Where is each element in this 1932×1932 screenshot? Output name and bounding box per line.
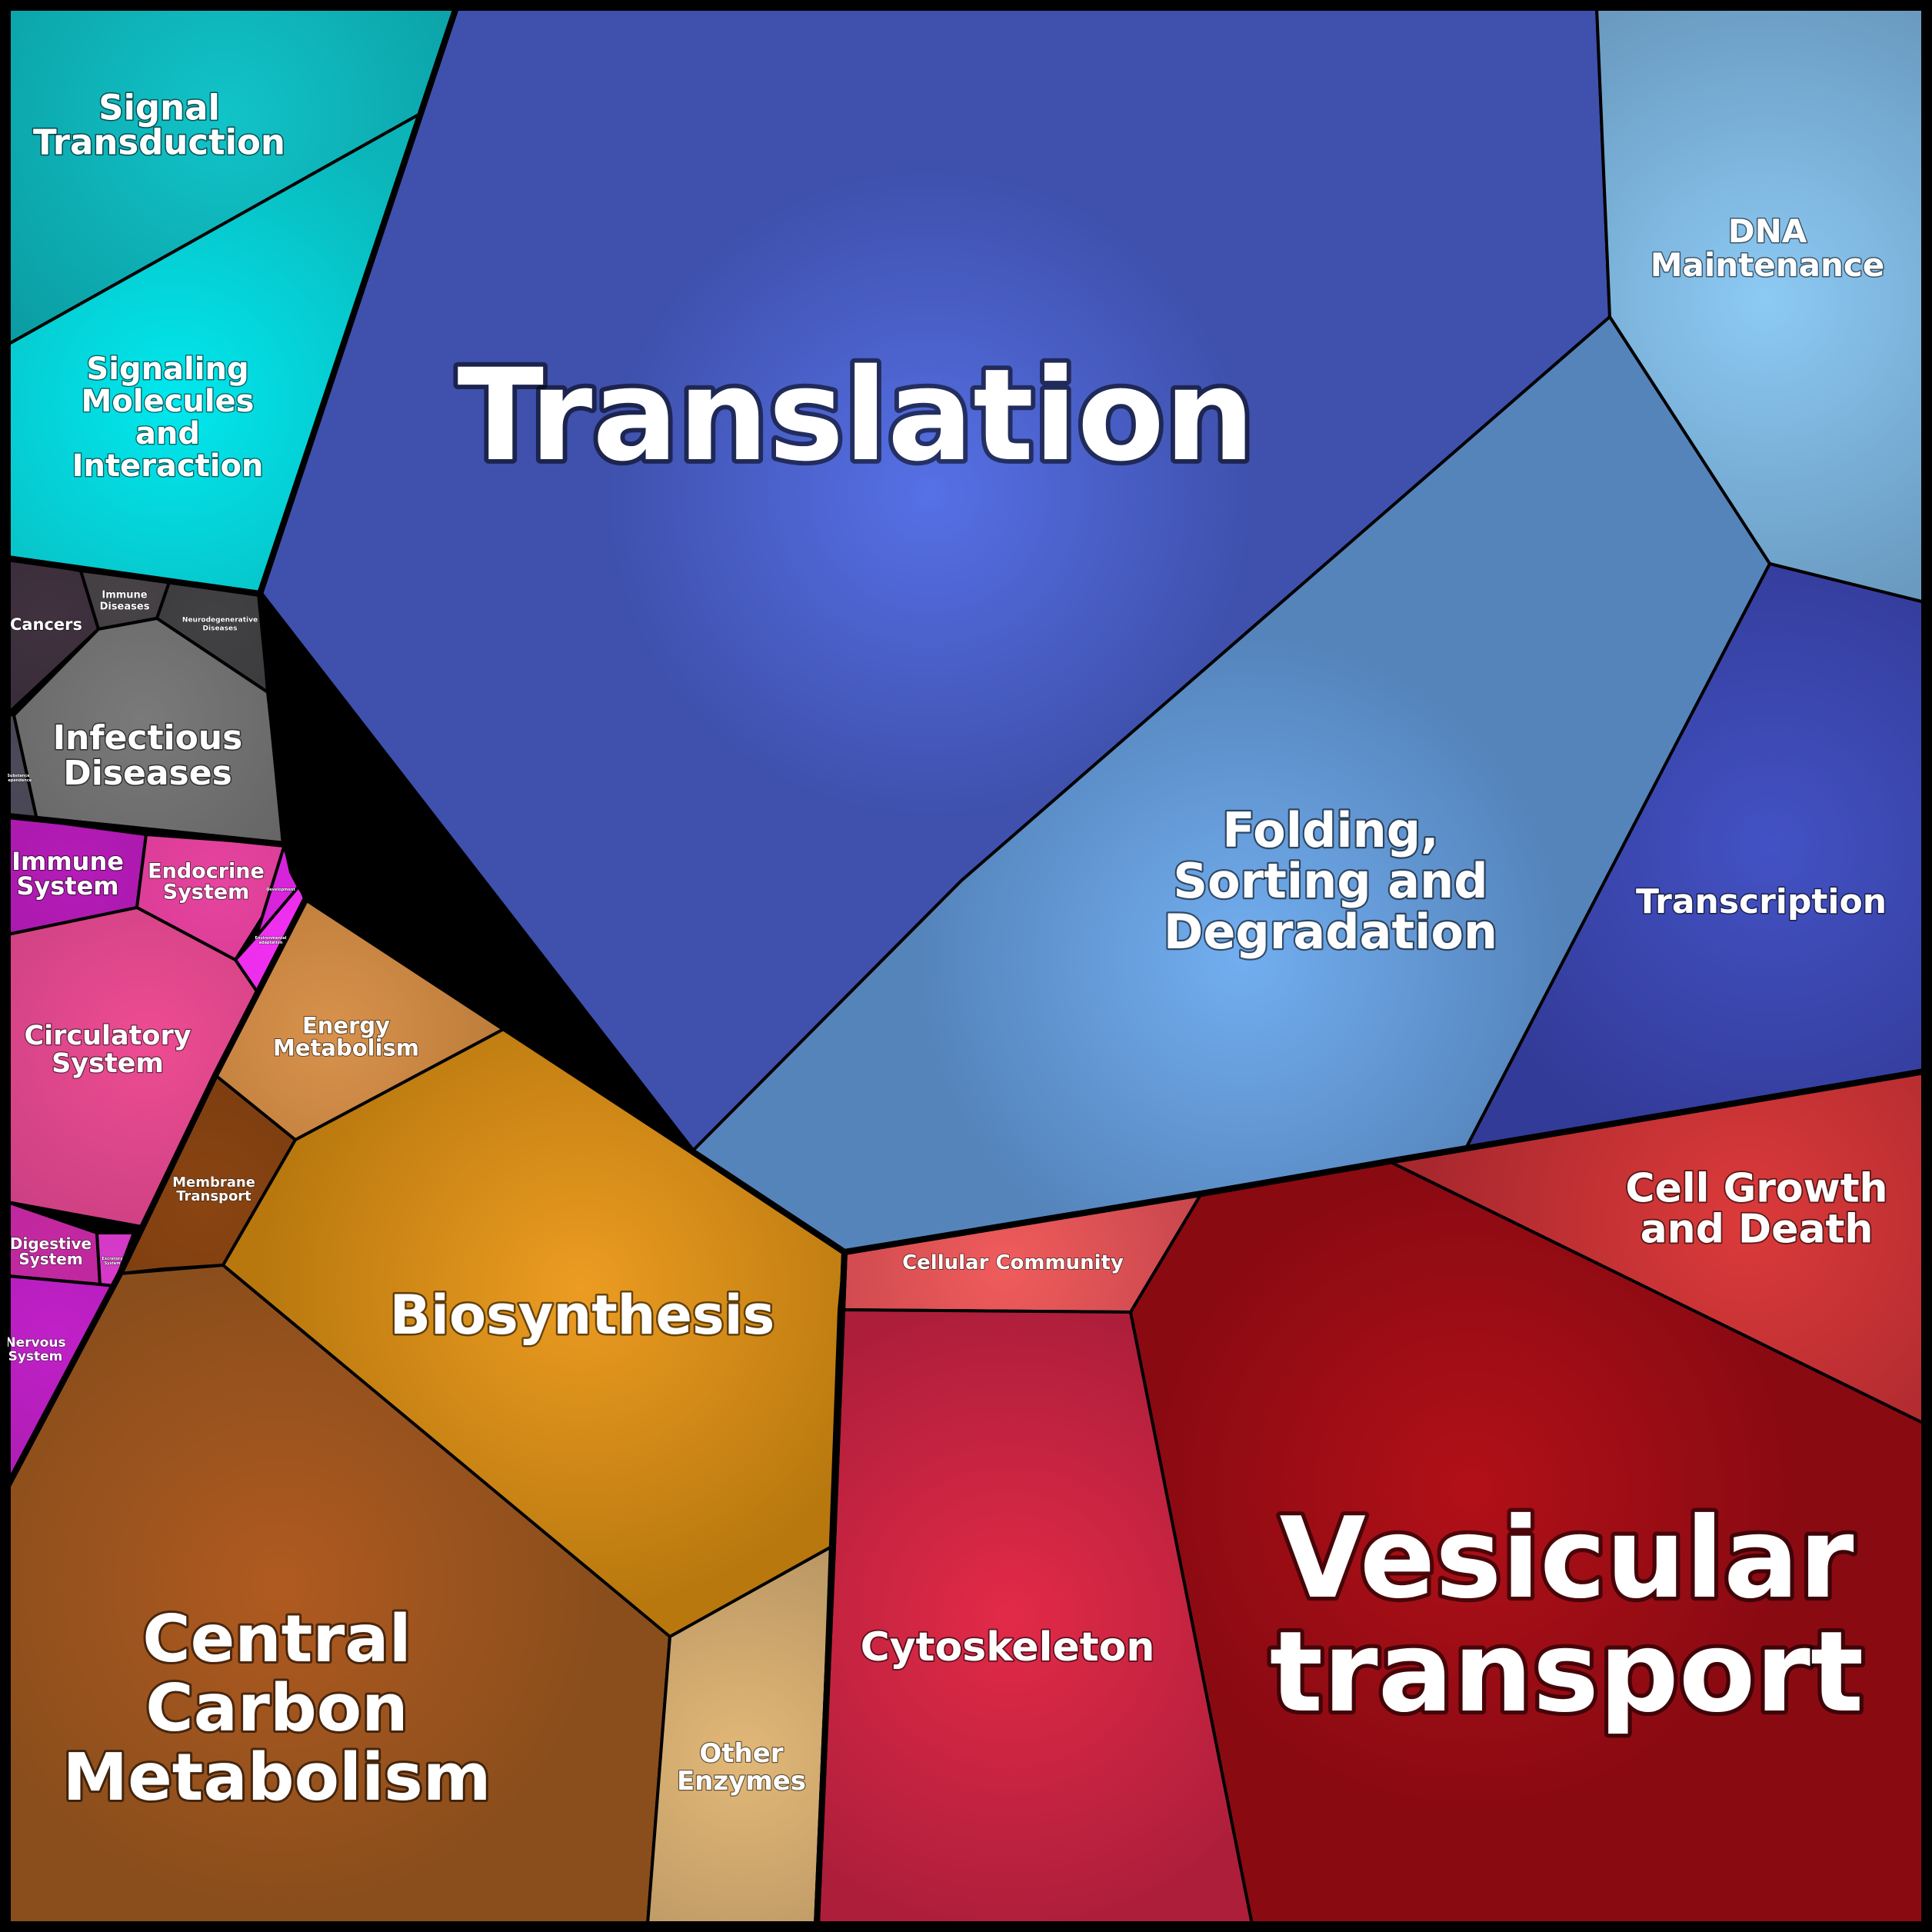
label-line: Substance	[7, 774, 30, 778]
label-line: Nervous	[5, 1335, 65, 1351]
label-line: Degradation	[1164, 904, 1497, 960]
label-line: Cellular Community	[902, 1251, 1124, 1274]
label-line: Carbon	[145, 1671, 408, 1747]
label-line: Infectious	[53, 718, 243, 758]
label-line: Membrane	[172, 1174, 255, 1191]
label-line: System	[105, 1261, 121, 1266]
label-line: Sorting and	[1173, 853, 1487, 909]
label-line: Central	[142, 1601, 411, 1677]
label-line: Molecules	[82, 384, 255, 419]
label-line: System	[16, 871, 118, 901]
label-line: Excretory	[102, 1257, 123, 1261]
label-translation: Translation	[458, 341, 1255, 489]
label-line: Other	[699, 1738, 783, 1769]
label-line: and Death	[1641, 1207, 1874, 1253]
label-cancers: Cancers	[10, 615, 82, 634]
label-line: Transcription	[1636, 882, 1887, 921]
label-line: Translation	[458, 341, 1255, 489]
label-line: and	[135, 416, 200, 451]
label-line: Diseases	[63, 754, 232, 793]
label-line: Cell Growth	[1625, 1166, 1887, 1212]
label-line: Enzymes	[677, 1766, 806, 1797]
label-line: Transduction	[33, 122, 285, 162]
label-line: System	[18, 1250, 82, 1268]
label-line: dependence	[5, 778, 32, 783]
label-line: System	[163, 880, 249, 904]
label-biosynthesis: Biosynthesis	[390, 1284, 775, 1347]
label-line: Immune	[12, 847, 124, 876]
label-line: System	[8, 1349, 63, 1364]
label-line: transport	[1270, 1607, 1864, 1737]
label-line: Metabolism	[63, 1740, 491, 1816]
label-line: Energy	[302, 1013, 390, 1039]
label-line: Maintenance	[1651, 246, 1885, 284]
label-line: Neurodegenerative	[182, 617, 258, 625]
label-line: DNA	[1728, 212, 1807, 250]
label-line: Metabolism	[273, 1035, 419, 1061]
label-line: Development	[266, 888, 295, 892]
label-development: Development	[266, 888, 295, 892]
label-line: Diseases	[203, 625, 238, 633]
label-cellular-community: Cellular Community	[902, 1251, 1124, 1274]
label-cytoskeleton: Cytoskeleton	[861, 1624, 1155, 1671]
label-line: Immune	[102, 589, 147, 601]
label-line: Folding,	[1222, 802, 1438, 858]
label-line: Cytoskeleton	[861, 1624, 1155, 1671]
label-line: Circulatory	[24, 1021, 191, 1051]
label-line: Vesicular	[1280, 1494, 1854, 1624]
label-line: Interaction	[72, 448, 264, 484]
label-line: adaptation	[259, 941, 283, 945]
label-line: Biosynthesis	[390, 1284, 775, 1347]
label-line: Digestive	[10, 1234, 92, 1253]
label-line: System	[52, 1048, 164, 1079]
label-line: Endocrine	[148, 859, 265, 883]
label-line: Transport	[176, 1188, 251, 1204]
label-line: Signaling	[86, 351, 248, 387]
label-line: Signal	[98, 87, 220, 128]
label-line: Diseases	[100, 601, 150, 612]
label-transcription: Transcription	[1636, 882, 1887, 921]
label-line: Environmental	[255, 936, 286, 941]
label-line: Cancers	[10, 615, 82, 634]
